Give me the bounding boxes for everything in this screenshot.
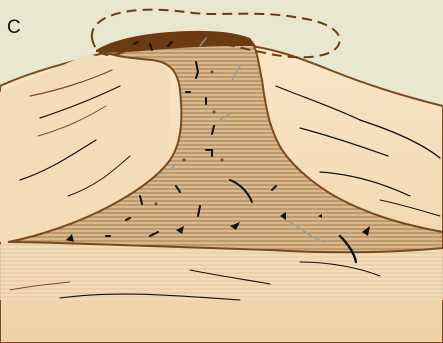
panel-label: C (7, 18, 21, 37)
